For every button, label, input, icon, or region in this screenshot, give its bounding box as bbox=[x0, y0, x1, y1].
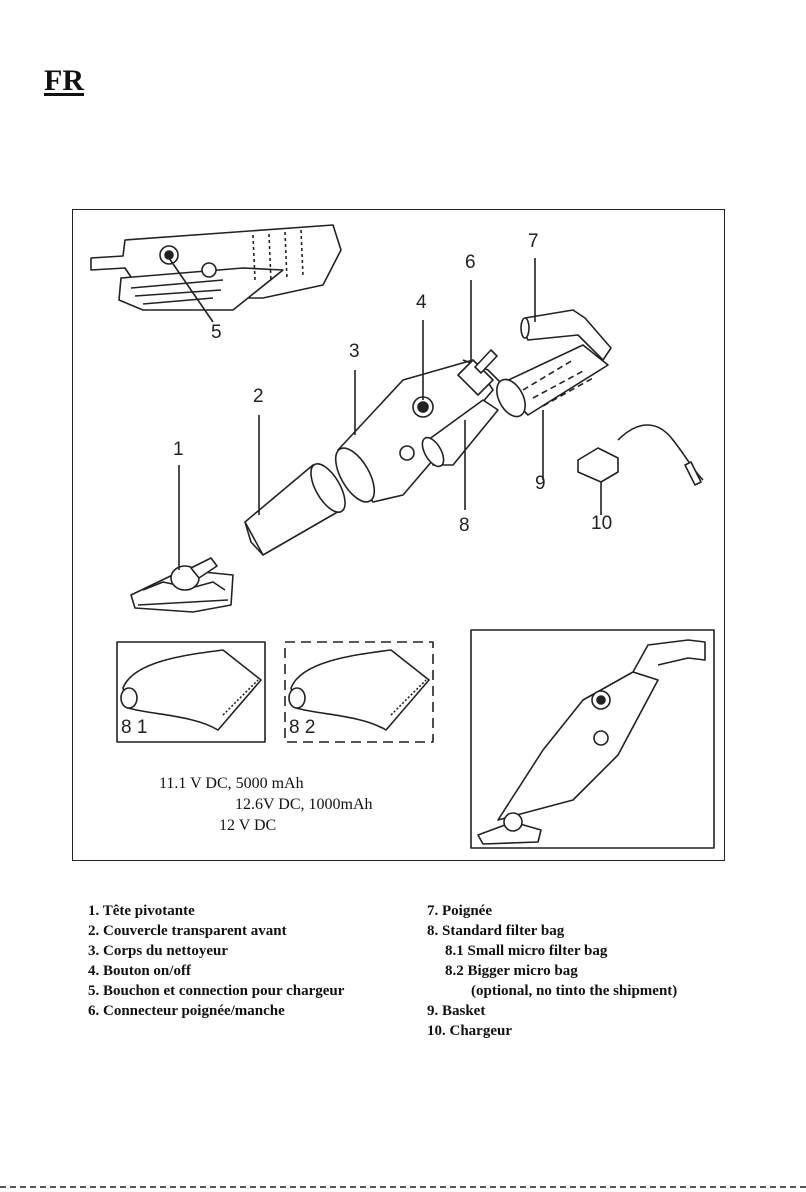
bag-label-8-2: 8 2 bbox=[289, 717, 316, 738]
legend-note: (optional, no tinto the shipment) bbox=[471, 983, 678, 999]
cleaner-body-top-view bbox=[90, 224, 342, 311]
legend-item: 6. Connecteur poignée/manche bbox=[88, 1003, 285, 1019]
swivel-head bbox=[130, 557, 234, 613]
legend-right-column: 7. Poignée 8. Standard filter bag 8.1 Sm… bbox=[427, 901, 677, 1041]
cleaner-body bbox=[334, 359, 504, 503]
callout-1: 1 bbox=[173, 439, 184, 460]
legend-item: 7. Poignée bbox=[427, 903, 492, 919]
callout-6: 6 bbox=[465, 252, 476, 273]
legend-item: 3. Corps du nettoyeur bbox=[88, 943, 229, 959]
callout-7: 7 bbox=[528, 231, 539, 252]
callout-4: 4 bbox=[416, 292, 427, 313]
callout-2: 2 bbox=[253, 386, 264, 407]
callout-9: 9 bbox=[535, 473, 546, 494]
standard-filter-bag bbox=[421, 399, 499, 468]
legend-item: 2. Couvercle transparent avant bbox=[88, 923, 287, 939]
micro-filter-bag-small bbox=[120, 649, 262, 731]
spec-input: 12 V DC bbox=[219, 817, 277, 834]
spec-battery: 11.1 V DC, 5000 mAh bbox=[159, 775, 304, 792]
legend-item: 8. Standard filter bag bbox=[427, 923, 565, 939]
callout-5: 5 bbox=[211, 322, 222, 343]
callout-10: 10 bbox=[591, 513, 613, 534]
language-code: FR bbox=[44, 64, 84, 97]
exploded-diagram-drawing bbox=[90, 224, 715, 849]
handle bbox=[520, 309, 612, 361]
spec-charger-output: 12.6V DC, 1000mAh bbox=[235, 796, 373, 813]
legend-item: 10. Chargeur bbox=[427, 1023, 512, 1039]
legend-subitem: 8.1 Small micro filter bag bbox=[445, 943, 608, 959]
legend-item: 1. Tête pivotante bbox=[88, 903, 195, 919]
assembled-cleaner-view bbox=[477, 639, 706, 845]
legend-item: 9. Basket bbox=[427, 1003, 486, 1019]
legend-left-column: 1. Tête pivotante 2. Couvercle transpare… bbox=[88, 901, 344, 1021]
callout-8: 8 bbox=[459, 515, 470, 536]
basket bbox=[496, 344, 609, 418]
bag-label-8-1: 8 1 bbox=[121, 717, 148, 738]
handle-connector bbox=[457, 349, 498, 396]
page-bottom-rule bbox=[0, 1186, 806, 1188]
callout-3: 3 bbox=[349, 341, 360, 362]
micro-filter-bag-large bbox=[288, 649, 430, 731]
exploded-diagram-panel: 5 1 2 3 4 6 7 8 9 10 8 1 8 2 11.1 V DC, … bbox=[72, 209, 725, 861]
charger bbox=[577, 424, 704, 486]
legend-item: 5. Bouchon et connection pour chargeur bbox=[88, 983, 345, 999]
legend-subitem: 8.2 Bigger micro bag bbox=[445, 963, 578, 979]
transparent-front-cover bbox=[244, 463, 346, 556]
legend-item: 4. Bouton on/off bbox=[88, 963, 191, 979]
